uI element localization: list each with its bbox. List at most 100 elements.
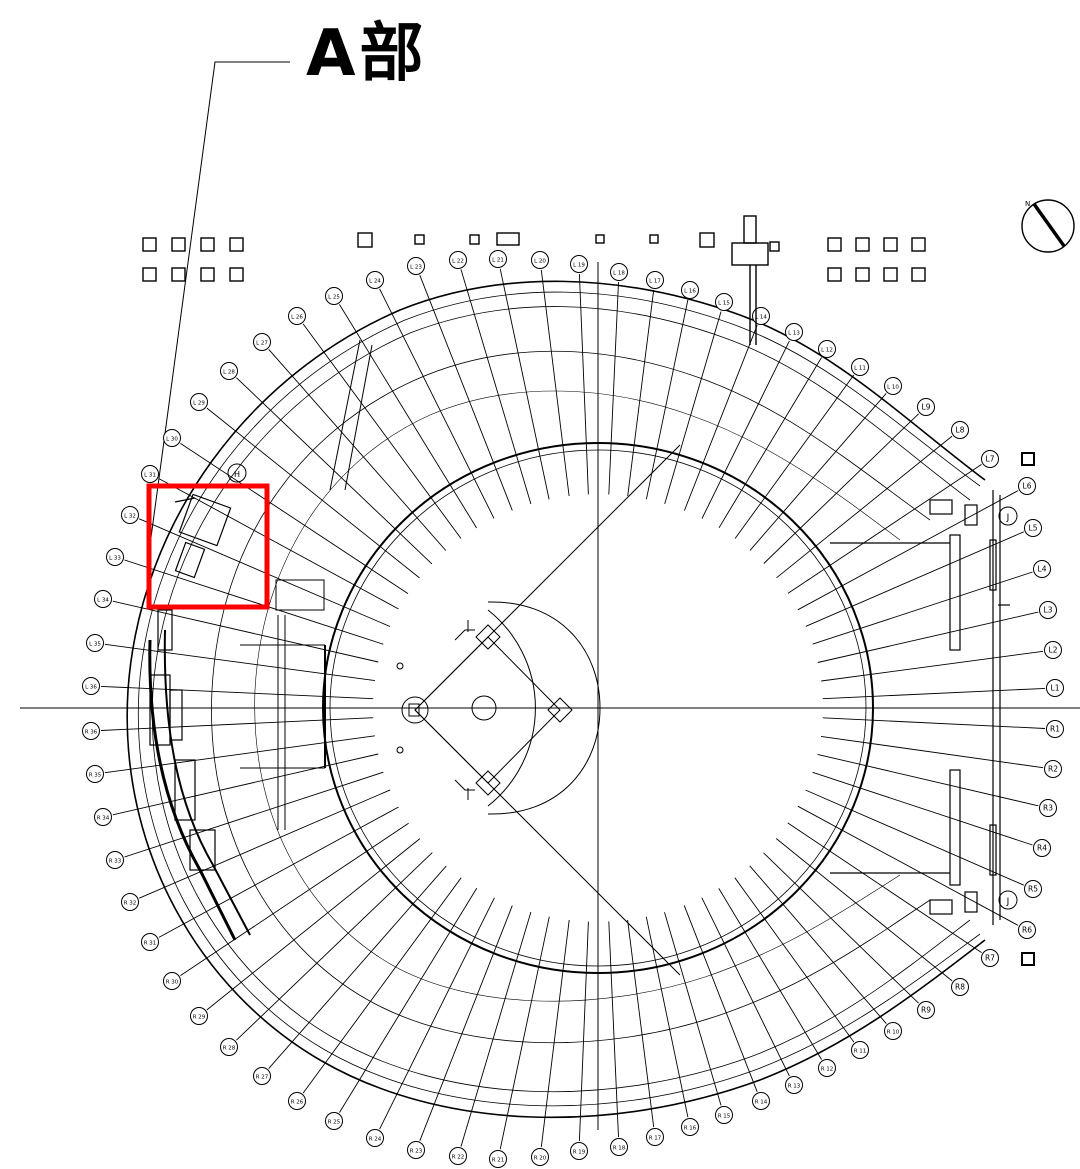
grid-bubble-l10: L 10	[884, 377, 902, 395]
grid-bubble-r16: R 16	[681, 1118, 699, 1136]
grid-bubble-l33-text: L 33	[109, 556, 121, 562]
grid-bubble-r32-text: R 32	[124, 901, 137, 907]
grid-bubble-l8-text: L8	[956, 426, 965, 435]
grid-line-r29	[206, 838, 421, 1011]
grid-bubble-l18: L 18	[610, 263, 628, 281]
grid-line-l35	[104, 643, 375, 682]
grid-bubble-r1: R1	[1046, 720, 1064, 738]
grid-line-r15	[664, 912, 722, 1106]
grid-bubble-r31: R 31	[141, 933, 159, 951]
grid-line-l34	[112, 600, 379, 663]
grid-line-l24	[379, 288, 495, 519]
grid-bubble-r7-text: R7	[985, 954, 995, 963]
grid-bubble-r14-text: R 14	[755, 1100, 768, 1106]
grid-bubble-r15-text: R 15	[718, 1114, 731, 1120]
grid-bubble-l15: L 15	[715, 293, 733, 311]
grid-bubble-r2: R2	[1044, 760, 1062, 778]
grid-line-r4	[812, 771, 1033, 846]
grid-bubble-l11: L 11	[851, 358, 869, 376]
grid-line-l17	[627, 289, 655, 497]
grid-bubble-r25-text: R 25	[328, 1120, 341, 1126]
grid-bubble-l9: L9	[917, 398, 935, 416]
grid-line-l19	[578, 273, 589, 495]
grid-bubble-r15: R 15	[715, 1106, 733, 1124]
grid-bubble-r13-text: R 13	[788, 1084, 801, 1090]
grid-bubble-r19: R 19	[570, 1142, 588, 1160]
grid-line-l10	[749, 393, 887, 551]
grid-bubble-r29: R 29	[190, 1007, 208, 1025]
grid-line-l12	[718, 357, 822, 529]
grid-bubble-r27: R 27	[253, 1067, 271, 1085]
grid-line-r13	[701, 897, 790, 1077]
grid-bubble-l6-text: L6	[1023, 482, 1032, 491]
grid-bubble-r30-text: R 30	[166, 980, 179, 986]
grid-bubble-r36-text: R 36	[85, 730, 98, 736]
grid-bubble-l13-text: L 13	[788, 331, 800, 337]
grid-bubble-r30: R 30	[163, 972, 181, 990]
grid-bubble-r23: R 23	[407, 1141, 425, 1159]
grid-line-l20	[540, 269, 570, 497]
grid-j-label-top: J	[1006, 513, 1010, 523]
grid-bubble-r16-text: R 16	[684, 1126, 697, 1132]
grid-bubble-r8-text: R8	[955, 983, 965, 992]
left-stand-structure	[240, 339, 373, 830]
grid-bubble-l23-text: L 23	[410, 265, 422, 271]
grid-line-r32	[139, 789, 391, 899]
grid-bubble-r12-text: R 12	[821, 1067, 834, 1073]
grid-bubble-r17: R 17	[646, 1128, 664, 1146]
home-circle	[401, 696, 429, 724]
right-side-structure	[830, 452, 1035, 966]
grid-bubble-r20: R 20	[531, 1148, 549, 1166]
grid-bubble-r14: R 14	[752, 1092, 770, 1110]
grid-line-l11	[734, 374, 855, 539]
grid-bubble-r1-text: R1	[1050, 725, 1060, 734]
grid-bubble-l27: L 27	[253, 333, 271, 351]
grid-line-r8	[775, 838, 953, 982]
grid-bubble-l17: L 17	[646, 271, 664, 289]
grid-line-r33	[124, 771, 384, 858]
grid-bubble-l35-text: L 35	[89, 642, 101, 648]
grid-line-r36	[100, 717, 374, 731]
grid-j-label-bottom: J	[1006, 897, 1010, 907]
grid-line-l15	[664, 311, 722, 505]
grid-bubble-l22: L 22	[449, 251, 467, 269]
grid-bubble-l32: L 32	[121, 506, 139, 524]
first-base	[475, 624, 501, 650]
grid-line-l36	[100, 685, 374, 700]
grid-line-l18	[608, 281, 619, 495]
grid-line-r12	[718, 888, 822, 1060]
aux-grid-labels: J J H	[227, 463, 1018, 910]
grid-bubble-l3: L3	[1039, 601, 1057, 619]
left-perimeter-rooms	[148, 493, 251, 941]
grid-bubble-r5-text: R5	[1028, 885, 1038, 894]
grid-line-r35	[104, 735, 375, 774]
grid-line-l7	[787, 464, 982, 594]
grid-line-l13	[701, 340, 790, 519]
grid-bubble-l8: L8	[951, 421, 969, 439]
north-arrow-label: N	[1025, 200, 1030, 208]
baseball-diamond	[20, 262, 1080, 1130]
grid-bubble-l2: L2	[1044, 641, 1062, 659]
top-structures	[142, 215, 926, 345]
grid-bubble-r12: R 12	[818, 1059, 836, 1077]
grid-bubble-l3-text: L3	[1044, 606, 1053, 615]
grid-bubble-r24-text: R 24	[369, 1137, 382, 1143]
grid-bubble-l36-text: L 36	[85, 685, 97, 691]
grid-line-r1	[822, 717, 1046, 729]
north-arrow: N	[1021, 199, 1075, 253]
grid-bubble-l17-text: L 17	[649, 279, 661, 285]
grid-bubble-r35-text: R 35	[89, 773, 102, 779]
grid-bubble-r19-text: R 19	[573, 1150, 586, 1156]
grid-line-r24	[379, 897, 495, 1130]
grid-bubble-l7-text: L7	[986, 455, 995, 464]
grid-line-l27	[268, 349, 447, 551]
grid-bubble-l11-text: L 11	[854, 366, 866, 372]
grid-line-r30	[180, 822, 409, 976]
grid-bubble-l16-text: L 16	[684, 289, 696, 295]
grid-bubble-r33: R 33	[106, 851, 124, 869]
grid-bubble-l31: L 31	[141, 465, 159, 483]
grid-bubble-l19: L 19	[570, 255, 588, 273]
grid-bubble-l34: L 34	[94, 590, 112, 608]
grid-line-l4	[812, 571, 1033, 645]
detail-highlight-box[interactable]	[146, 483, 270, 610]
